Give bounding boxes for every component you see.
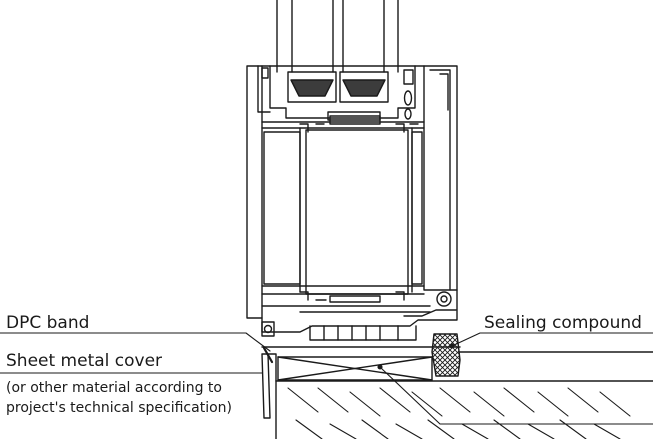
sealing-compound-hatch — [431, 333, 461, 377]
frame-chambers — [261, 111, 425, 303]
insulation-block — [277, 356, 433, 381]
frame-bottom-profile — [261, 291, 461, 348]
sheet-metal-cover-shape — [261, 346, 277, 419]
leader-lines — [0, 332, 653, 425]
label-sheet-metal-cover: Sheet metal cover — [6, 351, 162, 371]
label-note-line1: (or other material according to — [6, 380, 222, 396]
wall-masonry — [275, 351, 653, 439]
label-dpc-band: DPC band — [6, 313, 89, 333]
label-sealing-compound: Sealing compound — [484, 313, 642, 333]
label-note-line2: project's technical specification) — [6, 400, 232, 416]
glazing-unit — [276, 0, 399, 103]
window-frame-profile — [246, 65, 458, 333]
